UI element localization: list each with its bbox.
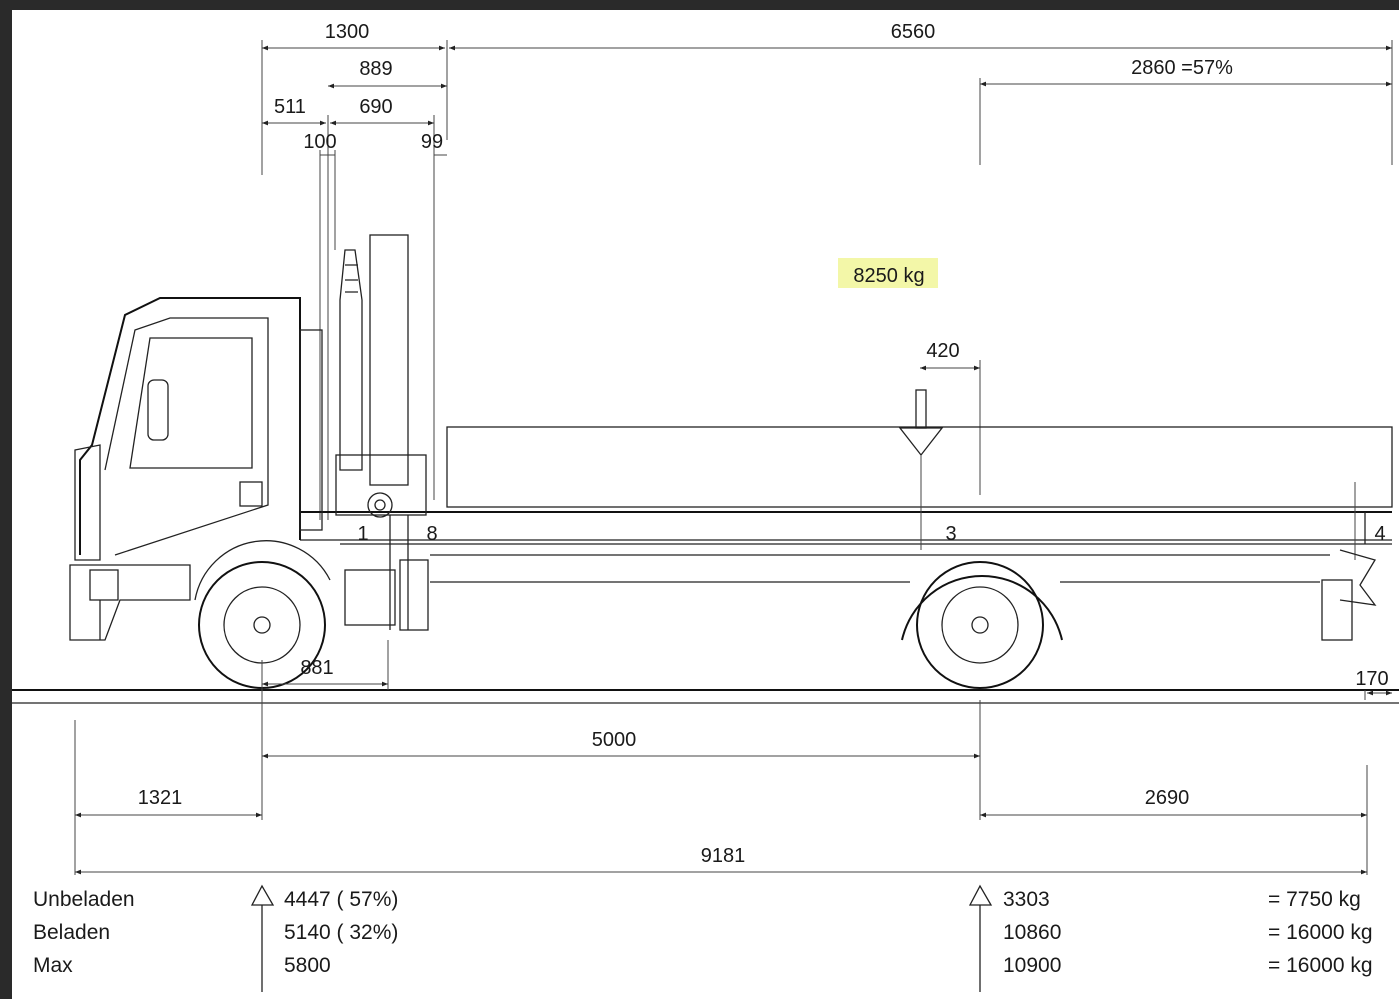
label-100: 100 [303,131,336,153]
load-arrow [898,389,944,550]
label-881: 881 [300,657,333,679]
rear-wheel [901,561,1063,689]
bottom-dimensions [74,640,1392,875]
crane [335,234,429,631]
truck-crane-diagram: 1300 6560 889 2860 =57% 511 690 100 99 4… [12,21,1399,992]
rear-bumper [1321,549,1377,641]
point-label-4: 4 [1374,523,1385,545]
row-label: Unbeladen [33,888,135,911]
row-label: Beladen [33,921,110,944]
point-label-3: 3 [945,523,956,545]
dimension-labels: 1300 6560 889 2860 =57% 511 690 100 99 4… [138,21,1389,867]
load-label: 8250 kg [853,265,924,287]
front-axle-value: 5800 [284,954,331,977]
total-value: = 16000 kg [1268,921,1373,944]
table-row: Max 5800 10900 = 16000 kg [33,954,1373,977]
front-axle-value: 4447 ( 57%) [284,888,398,911]
ground-line [12,689,1399,704]
label-511: 511 [274,96,306,118]
label-690: 690 [359,96,392,118]
label-5000: 5000 [592,729,637,751]
label-2860: 2860 =57% [1131,57,1233,79]
label-99: 99 [421,131,443,153]
row-label: Max [33,954,73,977]
front-axle-value: 5140 ( 32%) [284,921,398,944]
load-label-highlight [838,258,938,288]
point-label-1: 1 [357,523,368,545]
rear-axle-value: 10860 [1003,921,1061,944]
label-9181: 9181 [701,845,746,867]
label-2690: 2690 [1145,787,1190,809]
point-label-8: 8 [426,523,437,545]
truck-cab [69,297,323,641]
label-170: 170 [1355,668,1388,690]
label-889: 889 [359,58,392,80]
label-6560: 6560 [891,21,936,43]
label-420: 420 [926,340,959,362]
table-row: Unbeladen 4447 ( 57%) 3303 = 7750 kg [33,888,1361,911]
cargo-platform [300,426,1393,583]
rear-axle-value: 3303 [1003,888,1050,911]
rear-axle-value: 10900 [1003,954,1061,977]
total-value: = 7750 kg [1268,888,1361,911]
drawing-sheet: 1300 6560 889 2860 =57% 511 690 100 99 4… [12,10,1399,999]
label-1300: 1300 [325,21,370,43]
label-1321: 1321 [138,787,183,809]
total-value: = 16000 kg [1268,954,1373,977]
top-dimensions [261,40,1393,520]
axle-arrows [250,884,993,992]
table-row: Beladen 5140 ( 32%) 10860 = 16000 kg [33,921,1373,944]
load-table: Unbeladen 4447 ( 57%) 3303 = 7750 kg Bel… [33,888,1373,977]
